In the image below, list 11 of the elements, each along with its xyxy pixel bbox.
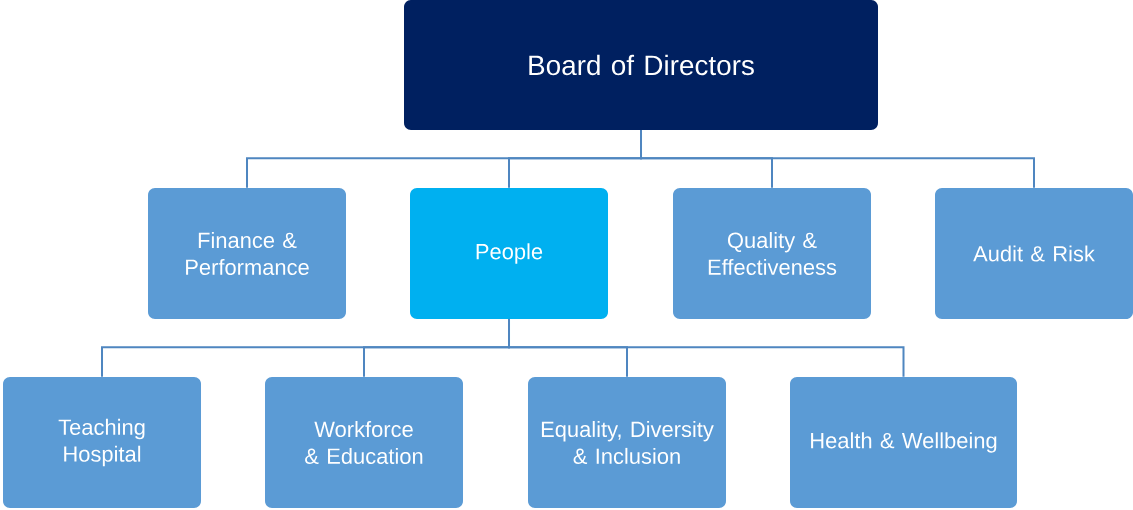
connector [508,318,905,378]
org-box: Board of Directors [404,0,878,130]
org-box: Finance & Performance [148,188,346,319]
org-box: People [410,188,608,319]
org-box: Teaching Hospital [3,377,201,508]
connector [640,129,1035,189]
org-box: Audit & Risk [935,188,1133,319]
org-box: Quality & Effectiveness [673,188,871,319]
org-box: Health & Wellbeing [790,377,1017,508]
org-box: Equality, Diversity & Inclusion [528,377,726,508]
org-box: Workforce & Education [265,377,463,508]
